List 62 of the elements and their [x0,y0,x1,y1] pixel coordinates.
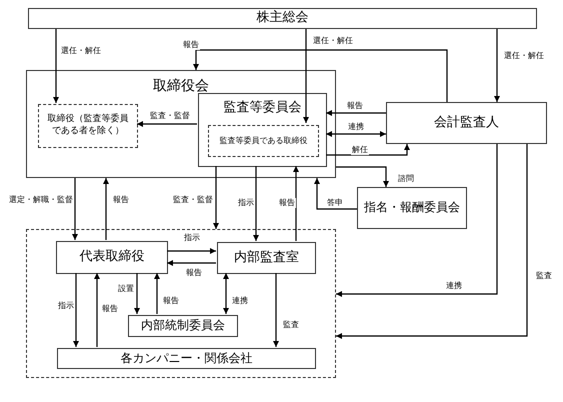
arrow [213,166,219,229]
edge-label: 解任 [351,145,369,155]
org-box: 内部監査室 [217,242,316,274]
arrow [326,131,386,137]
arrow [223,273,229,314]
org-box: 各カンパニー・関係会社 [57,348,316,369]
edge-label: 答申 [326,198,344,208]
org-box: 指名・報酬委員会 [357,187,467,229]
arrow [193,49,448,102]
arrow [72,178,78,240]
arrow [336,144,498,297]
edge-label: 諮問 [397,174,415,184]
arrow [167,248,216,254]
arrow [154,273,160,314]
group-frame [198,93,327,167]
edge-label: 選任・解任 [60,46,102,56]
edge-label: 監査 [282,320,300,330]
edge-label: 報告 [101,304,119,314]
group-title: 監査等委員会 [222,99,302,116]
org-box: 会計監査人 [386,102,547,144]
arrow [336,166,389,187]
group-title: 取締役会 [152,77,210,95]
arrow [103,178,109,240]
edge-label: 指示 [183,233,201,243]
dashed-role-box: 監査等委員である取締役 [208,125,319,157]
edge-label: 監査・監督 [149,111,191,121]
edge-label: 報告 [346,101,364,111]
edge-label: 連携 [347,122,365,132]
edge-label: 報告 [112,195,130,205]
arrow [134,273,140,314]
edge-label: 連携 [445,281,463,291]
org-box: 代表取締役 [56,241,168,274]
arrow [73,273,79,347]
arrow [326,144,410,156]
edge-label: 報告 [162,296,180,306]
arrow [253,166,259,241]
edge-label: 監査 [535,271,553,281]
arrow [314,178,357,210]
arrow [94,273,100,347]
arrow [326,110,386,116]
edge-label: 報告 [185,268,203,278]
arrow [494,29,500,102]
edge-label: 報告 [182,40,200,50]
org-box: 株主総会 [28,8,537,29]
arrow [336,144,528,339]
arrow [293,166,299,241]
arrow [53,29,59,103]
edge-label: 報告 [278,198,296,208]
edge-label: 監査・監督 [172,195,214,205]
edge-label: 連携 [231,296,249,306]
edge-label: 設置 [117,284,135,294]
edge-label: 選任・解任 [503,51,545,61]
edge-label: 指示 [57,301,75,311]
dashed-role-box: 取締役（監査等委員である者を除く） [38,104,138,148]
arrow [303,29,309,123]
org-box: 内部統制委員会 [128,315,238,337]
arrow [273,273,279,347]
arrow [137,121,197,127]
edge-label: 指示 [237,198,255,208]
edge-label: 選定・解職・監督 [8,195,74,205]
edge-label: 選任・解任 [312,36,354,46]
arrow [167,260,216,266]
